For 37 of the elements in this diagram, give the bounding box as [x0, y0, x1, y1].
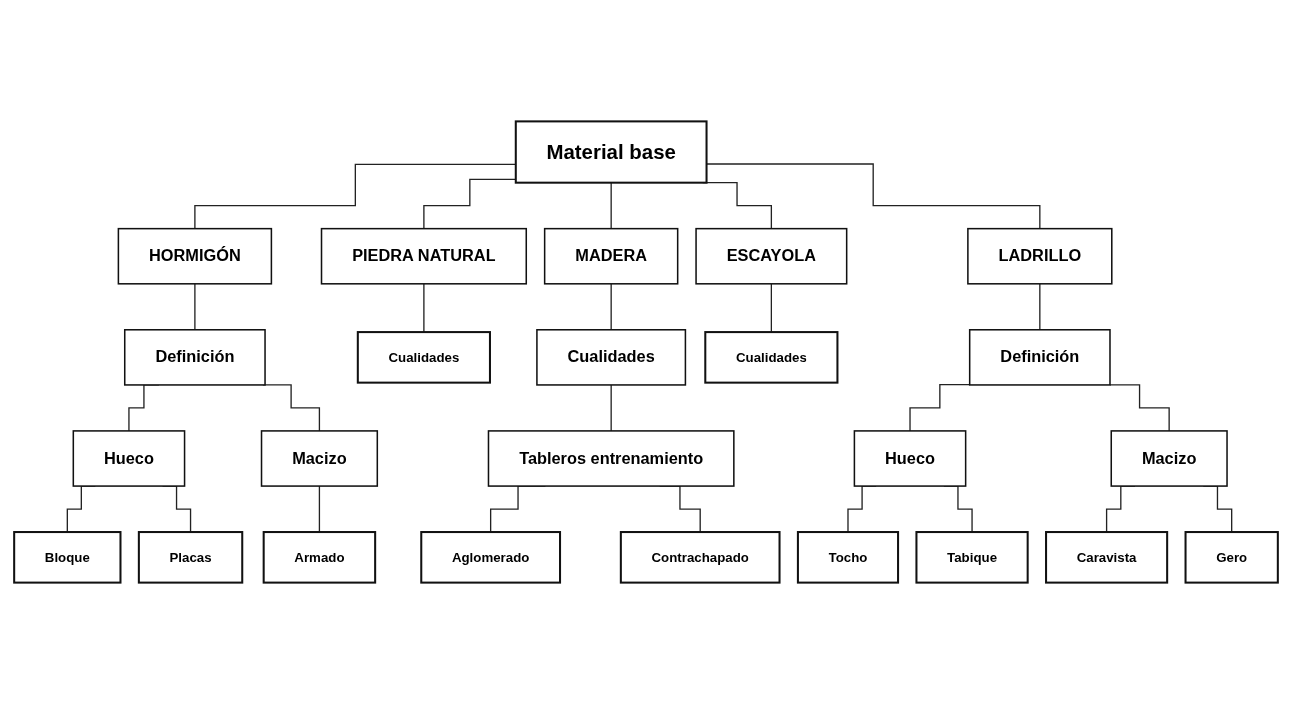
connector [610, 384, 612, 432]
node-box: Gero [1184, 531, 1279, 584]
node-box: Definición [968, 329, 1111, 386]
node-box: Cualidades [535, 329, 686, 386]
node-box: Caravista [1044, 531, 1168, 584]
connector [770, 283, 772, 333]
connector [193, 163, 516, 230]
node-box: PIEDRA NATURAL [320, 227, 527, 285]
node-box: HORMIGÓN [117, 227, 272, 285]
node-box: MADERA [543, 227, 678, 285]
connector [422, 178, 516, 230]
node-box: Hueco [853, 430, 966, 487]
connector [1038, 283, 1040, 331]
node-box: Tabique [914, 531, 1029, 584]
connector [908, 384, 970, 432]
node-box: Definición [123, 329, 266, 386]
node-box: Macizo [260, 430, 378, 487]
node-box: Macizo [1110, 430, 1228, 487]
node-box: Hueco [72, 430, 185, 487]
connector [610, 182, 612, 230]
node-box: LADRILLO [966, 227, 1113, 285]
connector [1108, 384, 1170, 432]
node-box: Tocho [796, 531, 899, 584]
connector [193, 283, 196, 331]
connector [422, 283, 425, 333]
node-box: Tableros entrenamiento [487, 430, 735, 487]
node-box: Placas [137, 531, 243, 584]
connector [318, 485, 320, 533]
connector [610, 283, 612, 331]
node-box: ESCAYOLA [694, 227, 847, 285]
node-box: Cualidades [356, 331, 491, 384]
node-box: Material base [514, 120, 708, 184]
node-box: Contrachapado [619, 531, 781, 584]
node-box: Aglomerado [419, 531, 561, 584]
node-box: Bloque [12, 531, 121, 584]
node-box: Armado [262, 531, 376, 584]
node-box: Cualidades [703, 331, 838, 384]
